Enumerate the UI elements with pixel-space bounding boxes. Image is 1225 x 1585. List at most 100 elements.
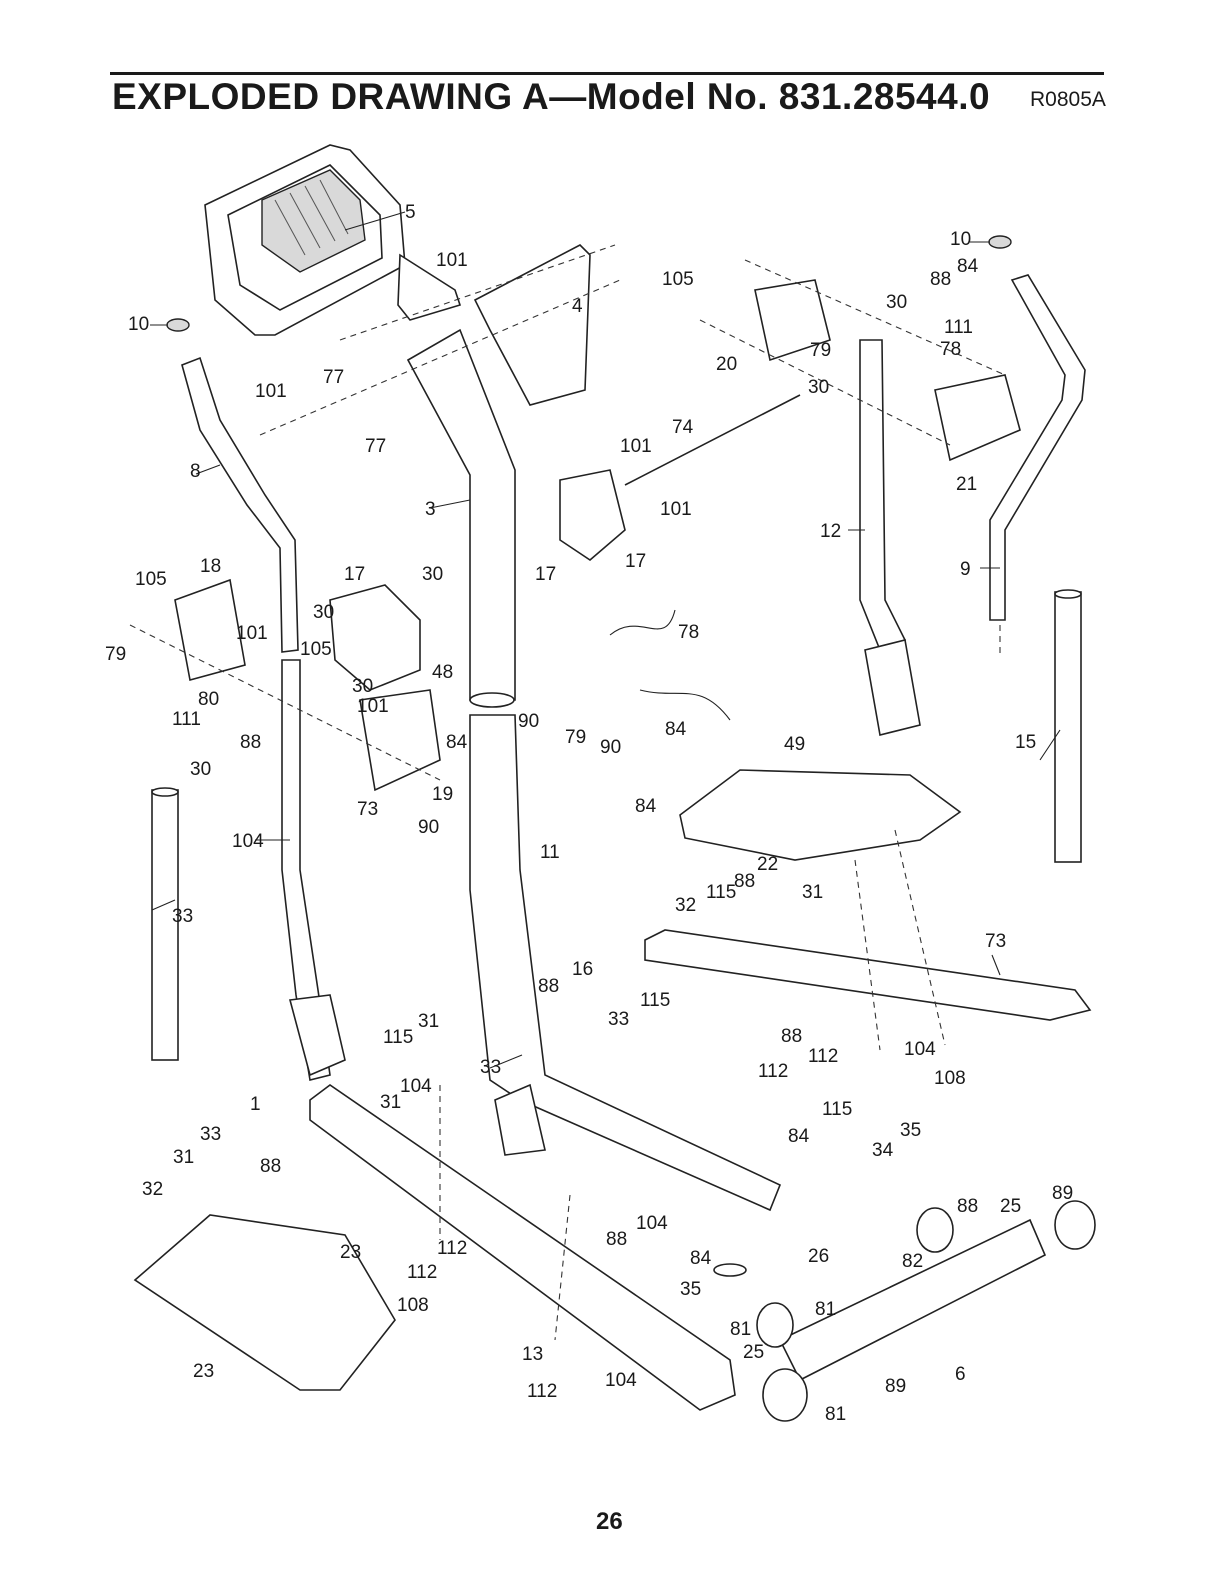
- shroud-right-front: [754, 279, 831, 362]
- end-cap-right: [988, 235, 1012, 249]
- callout-115: 32: [142, 1179, 163, 1200]
- callout-84: 35: [900, 1120, 921, 1141]
- callout-10-right: 10: [950, 229, 971, 250]
- callout-15: 49: [784, 734, 805, 755]
- callout-26: 35: [680, 1279, 701, 1300]
- callout-84: 90: [600, 737, 621, 758]
- main-frame: [469, 714, 782, 1212]
- callout-84: 88: [606, 1229, 627, 1250]
- callout-88: 22: [757, 854, 778, 875]
- right-leg-clevis: [864, 639, 921, 736]
- callout-12: 12: [820, 521, 841, 542]
- callout-48: 78: [678, 622, 699, 643]
- callout-74: 74: [672, 417, 694, 438]
- callout-101: 30: [352, 676, 373, 697]
- mast-bottom: [469, 692, 515, 708]
- callout-101: 101: [660, 499, 692, 520]
- callout-32: 115: [706, 882, 736, 903]
- handlebar: [473, 244, 591, 406]
- console-part: [204, 144, 406, 336]
- callout-6: 89: [885, 1376, 906, 1397]
- callout-35: 115: [822, 1099, 852, 1120]
- callout-88: 115: [383, 1027, 413, 1048]
- wire-harness-bottom: [639, 689, 731, 721]
- callout-30: 88: [240, 732, 261, 753]
- end-cap-left: [166, 318, 190, 332]
- shroud-left-rear: [359, 689, 441, 792]
- leveling-foot: [713, 1263, 747, 1277]
- callout-104: 84: [635, 796, 657, 817]
- callout-79: 90: [518, 711, 539, 732]
- callout-90: 79: [565, 727, 586, 748]
- callout-79: 79: [810, 340, 831, 361]
- wheel-left: [756, 1302, 794, 1348]
- callout-25: 88: [957, 1196, 978, 1217]
- callout-101: 101: [620, 436, 652, 457]
- callout-88: 16: [572, 959, 593, 980]
- callout-105: 105: [662, 269, 694, 290]
- callout-112: 88: [781, 1026, 802, 1047]
- callout-16: 73: [985, 931, 1006, 952]
- callout-30: 17: [535, 564, 556, 585]
- callout-115: 31: [802, 882, 823, 903]
- callout-31: 33: [608, 1009, 629, 1030]
- callout-101: 30: [313, 602, 334, 623]
- callout-25: 81: [730, 1319, 751, 1340]
- pedal-left: [133, 1214, 396, 1391]
- callout-23: 89: [1052, 1183, 1073, 1204]
- left-post-top: [151, 787, 179, 797]
- callout-88: 31: [173, 1147, 194, 1168]
- callout-20: 20: [716, 354, 737, 375]
- callout-104: 108: [397, 1295, 429, 1316]
- callout-30: 105: [300, 639, 332, 660]
- callout-79: 101: [236, 623, 268, 644]
- callout-89: 25: [743, 1342, 764, 1363]
- callout-101: 101: [255, 381, 287, 402]
- shroud-right-rear: [934, 374, 1021, 462]
- right-leg: [859, 339, 907, 652]
- callout-108: 112: [407, 1262, 437, 1283]
- callout-31: 104: [400, 1076, 432, 1097]
- callout-112: 112: [437, 1238, 467, 1259]
- callout-104: 108: [934, 1068, 966, 1089]
- callout-8: 8: [190, 461, 201, 482]
- page-number: 26: [596, 1508, 623, 1535]
- callout-108: 112: [758, 1061, 788, 1082]
- callout-49: 84: [665, 719, 687, 740]
- callout-81: 81: [815, 1299, 836, 1320]
- console-mast: [406, 328, 516, 701]
- callout-73: 33: [172, 906, 193, 927]
- callout-19: 73: [357, 799, 378, 820]
- callout-105: 79: [105, 644, 126, 665]
- frame-plate: [494, 1083, 546, 1156]
- callout-33: 32: [675, 895, 696, 916]
- left-post: [151, 789, 179, 1061]
- callout-3: 3: [425, 499, 436, 520]
- callout-4: 4: [572, 296, 583, 317]
- callout-31: 33: [200, 1124, 221, 1145]
- callout-78: 78: [940, 339, 961, 360]
- left-leg: [281, 659, 331, 1081]
- callout-73: 15: [1015, 732, 1036, 753]
- callout-81: 6: [955, 1364, 966, 1385]
- callout-23: 81: [825, 1404, 846, 1425]
- callout-90: 84: [446, 732, 468, 753]
- callout-88: 111: [172, 709, 201, 730]
- callout-17: 17: [625, 551, 646, 572]
- callout-104: 112: [808, 1046, 838, 1067]
- shroud-left-inner: [329, 584, 421, 691]
- left-leg-clevis: [288, 994, 346, 1077]
- callout-32: 88: [260, 1156, 281, 1177]
- callout-21: 21: [956, 474, 977, 495]
- callout-33: 31: [380, 1092, 401, 1113]
- callout-80: 48: [432, 662, 453, 683]
- right-post-top: [1054, 589, 1082, 599]
- callout-35: 84: [690, 1248, 712, 1269]
- callout-104: 112: [527, 1381, 557, 1402]
- callout-77: 77: [323, 367, 344, 388]
- callout-112: 13: [522, 1344, 543, 1365]
- callout-111: 111: [944, 317, 973, 338]
- axle: [624, 394, 801, 486]
- callout-105: 105: [135, 569, 167, 590]
